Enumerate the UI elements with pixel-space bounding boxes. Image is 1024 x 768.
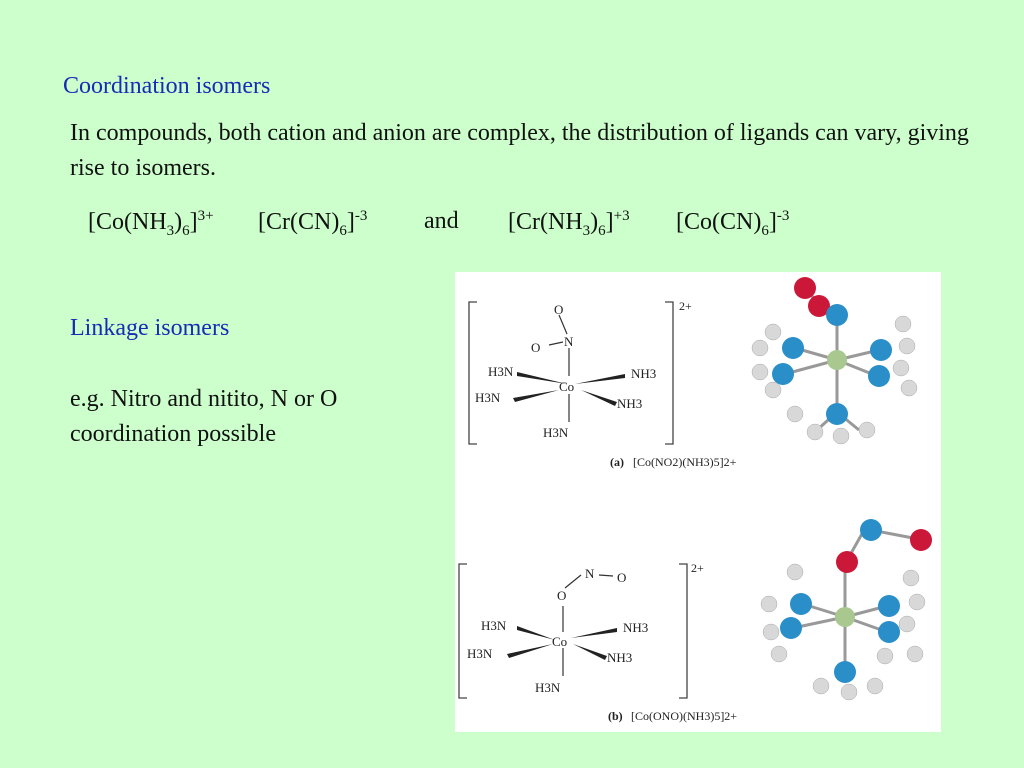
formula-cr-cn-6: [Cr(CN)6]-3 [258, 208, 368, 239]
formula-and: and [424, 208, 459, 234]
bracket-left-b [458, 563, 467, 699]
ligand-bottom-a: H3N [543, 425, 569, 440]
ligand-ul-a: H3N [488, 364, 514, 379]
charge-b: 2+ [691, 561, 704, 575]
ligand-bottom-b: H3N [535, 680, 561, 695]
linkage-isomers-body: e.g. Nitro and nitito, N or O coordinati… [70, 386, 338, 447]
caption-label-b: (b) [608, 709, 623, 723]
formula-co-nh3-6: [Co(NH3)6]3+ [88, 208, 214, 239]
ligand-lr-a: NH3 [617, 396, 642, 411]
atom-co-a: Co [559, 379, 574, 394]
atom-o-link-b: O [557, 588, 566, 603]
atom-co-b: Co [552, 634, 567, 649]
ligand-ur-a: NH3 [631, 366, 656, 381]
bracket-right-a [665, 301, 674, 445]
atom-o-top-a: O [554, 302, 563, 317]
structure-a: 2+ O O N Co H3N NH3 H3N NH3 H3N (a) [Co(… [468, 299, 737, 469]
atom-o-left-a: O [531, 340, 540, 355]
formula-cr-nh3-6: [Cr(NH3)6]+3 [508, 208, 630, 239]
charge-a: 2+ [679, 299, 692, 313]
atom-o-right-b: O [617, 570, 626, 585]
coordination-isomers-body: In compounds, both cation and anion are … [70, 120, 969, 181]
linkage-isomers-figure: 2+ O O N Co H3N NH3 H3N NH3 H3N (a) [Co(… [455, 272, 941, 732]
caption-label-a: (a) [610, 455, 624, 469]
bracket-left-a [468, 301, 477, 445]
structure-b: 2+ N O O Co H3N NH3 H3N NH3 H3N (b) [Co(… [458, 561, 737, 723]
linkage-isomers-figure-svg: 2+ O O N Co H3N NH3 H3N NH3 H3N (a) [Co(… [458, 277, 932, 723]
ligand-ll-b: H3N [467, 646, 493, 661]
bracket-right-b [679, 563, 688, 699]
formula-co-cn-6: [Co(CN)6]-3 [676, 208, 790, 239]
coordination-isomers-heading: Coordination isomers [63, 73, 271, 99]
caption-formula-b: [Co(ONO)(NH3)5]2+ [631, 709, 737, 723]
ball-model-b [760, 519, 932, 701]
ball-model-a [751, 277, 918, 445]
ligand-ur-b: NH3 [623, 620, 648, 635]
ligand-lr-b: NH3 [607, 650, 632, 665]
caption-formula-a: [Co(NO2)(NH3)5]2+ [633, 455, 737, 469]
atom-n-b: N [585, 566, 595, 581]
ligand-ul-b: H3N [481, 618, 507, 633]
atom-n-a: N [564, 334, 574, 349]
ligand-ll-a: H3N [475, 390, 501, 405]
linkage-isomers-heading: Linkage isomers [70, 315, 230, 341]
